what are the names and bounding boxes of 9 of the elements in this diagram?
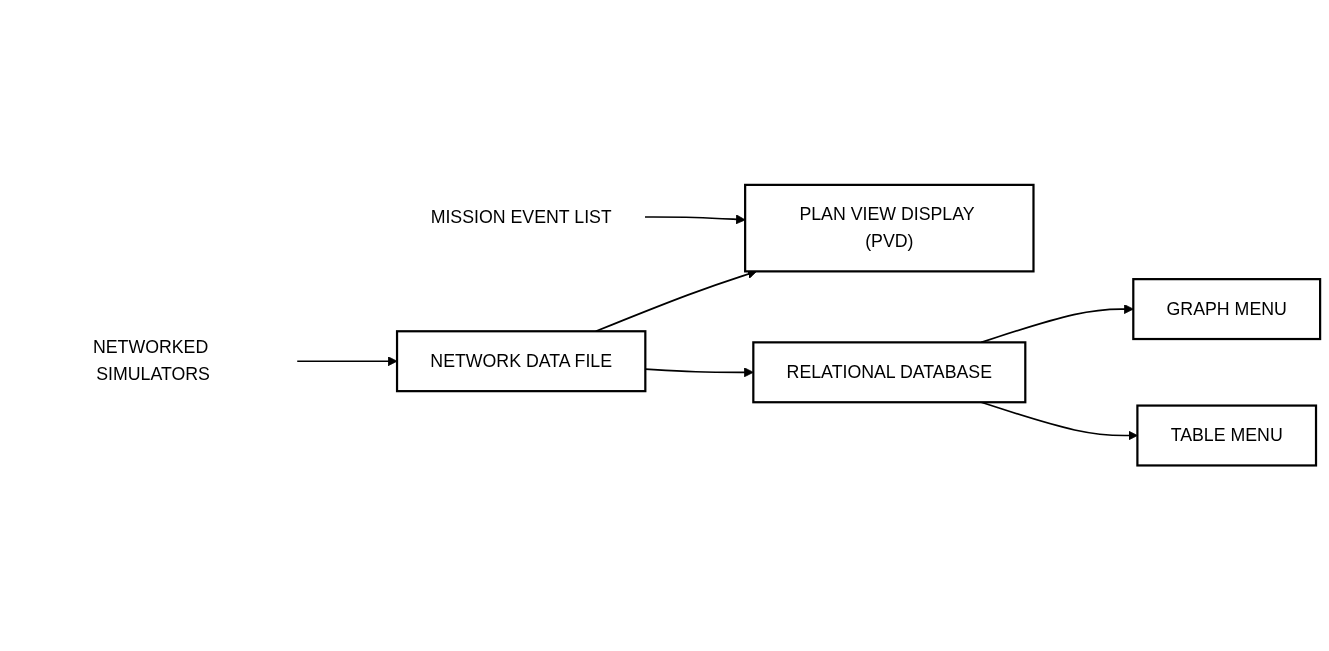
node-box: GRAPH MENU [1132,278,1322,341]
node-box: PLAN VIEW DISPLAY (PVD) [744,184,1035,273]
node-box: RELATIONAL DATABASE [752,341,1027,404]
node-text: MISSION EVENT LIST [430,207,612,227]
arrow [296,356,398,367]
arrow [644,214,746,225]
node-text: NETWORKED SIMULATORS [92,338,210,384]
node-box: TABLE MENU [1136,404,1318,467]
node-box: NETWORK DATA FILE [395,330,647,393]
